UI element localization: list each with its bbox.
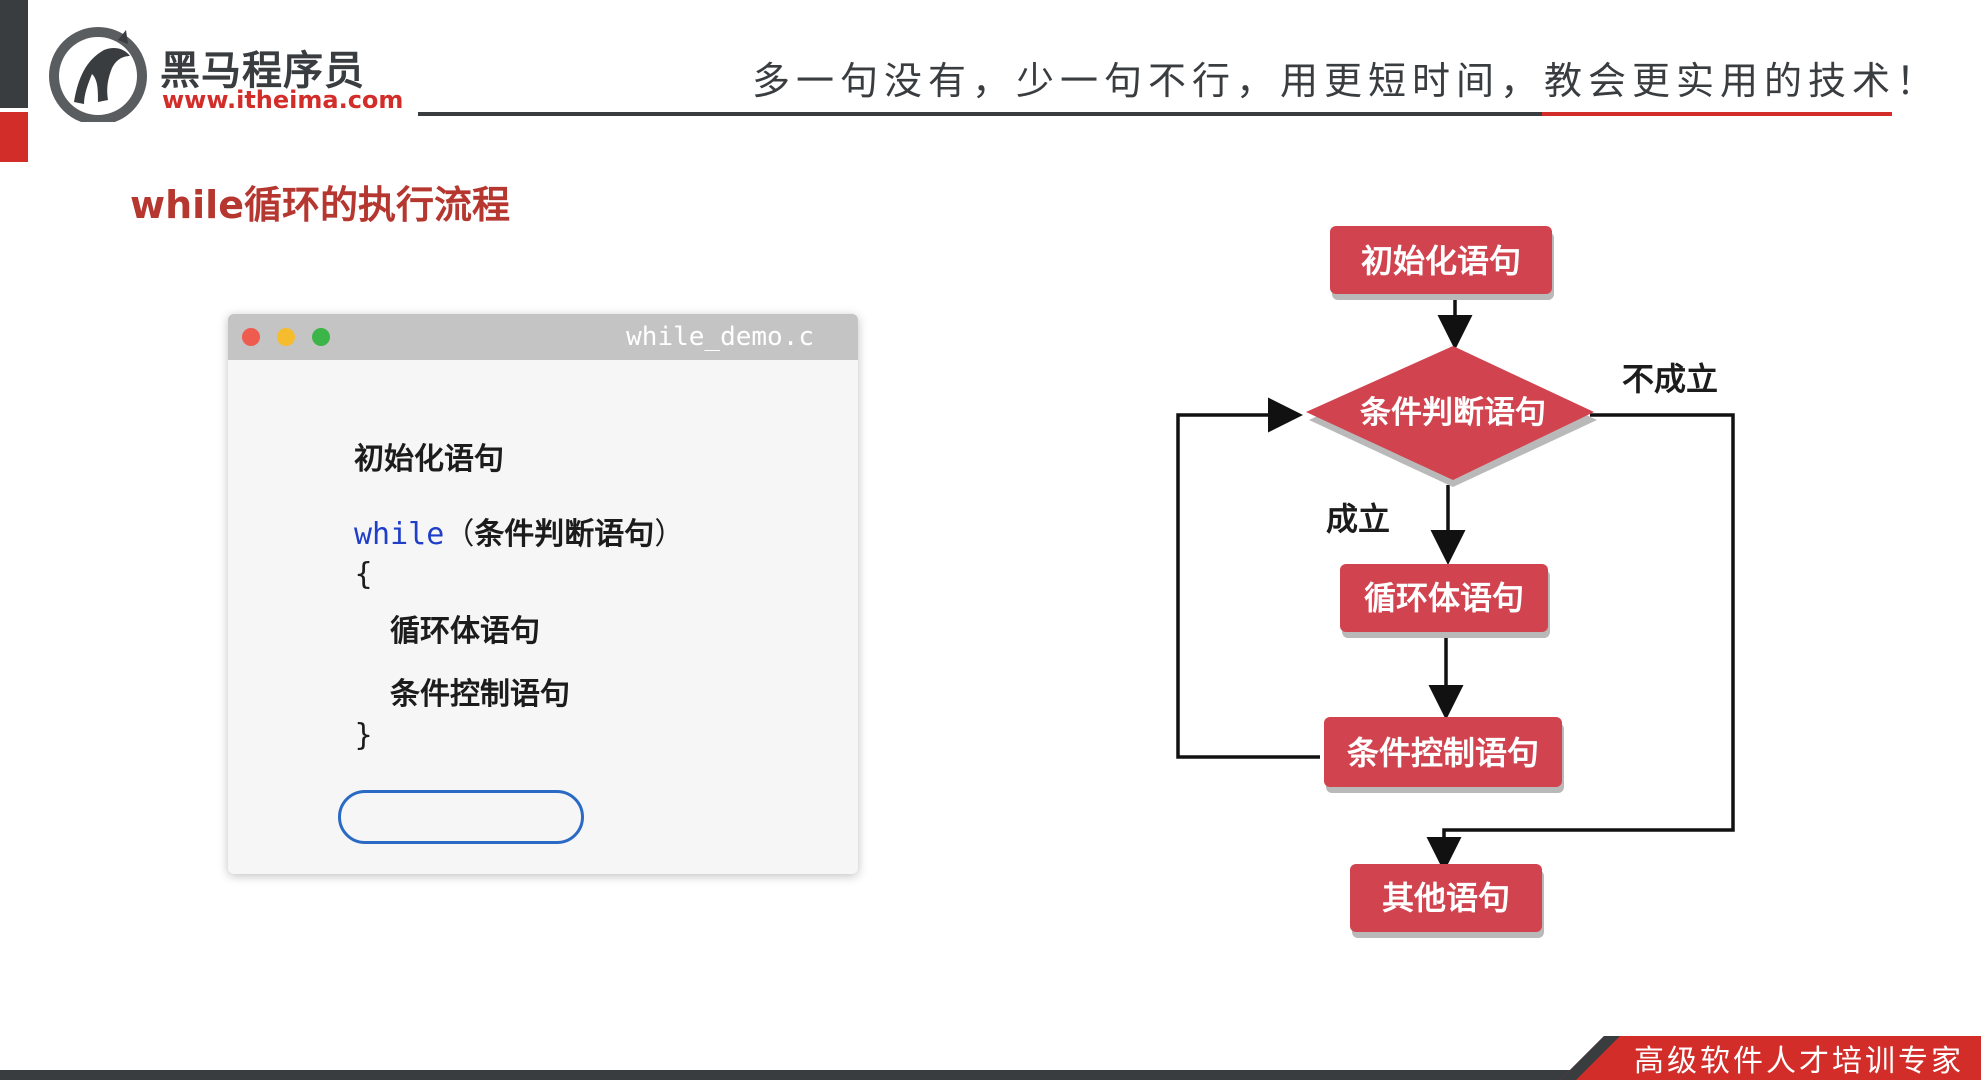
header-rule-accent xyxy=(1542,112,1892,116)
edge-condition-false-exit xyxy=(1426,413,1735,872)
minimize-window-dot-icon[interactable] xyxy=(277,328,295,346)
node-control-label: 条件控制语句 xyxy=(1347,734,1539,772)
edge-decoration-red xyxy=(0,112,28,162)
logo-url: www.itheima.com xyxy=(162,86,404,114)
footer-tab xyxy=(1560,1036,1981,1080)
paren-open: （ xyxy=(444,517,475,552)
node-body: 循环体语句 xyxy=(1340,564,1550,638)
page-title: while循环的执行流程 xyxy=(130,183,510,227)
node-control: 条件控制语句 xyxy=(1324,717,1564,793)
code-brace-open: { xyxy=(354,557,374,592)
highlight-oval xyxy=(338,790,584,844)
horse-logo-icon xyxy=(49,27,147,122)
footer-tagline: 高级软件人才培训专家 xyxy=(1634,1044,1964,1079)
bottom-bar xyxy=(0,1070,1981,1080)
node-condition-label: 条件判断语句 xyxy=(1360,395,1546,431)
logo-name: 黑马程序员 xyxy=(160,48,365,94)
node-other: 其他语句 xyxy=(1350,864,1544,938)
code-window-titlebar: while_demo.c xyxy=(228,314,858,360)
code-window-filename: while_demo.c xyxy=(626,322,814,352)
code-line-control: 条件控制语句 xyxy=(390,677,570,712)
paren-close: ） xyxy=(654,517,685,552)
close-window-dot-icon[interactable] xyxy=(242,328,260,346)
while-flowchart: 初始化语句 条件判断语句 循环体语句 条件控制语句 其他语句 成立 不成立 xyxy=(1176,226,1735,938)
code-line-while: while（条件判断语句） xyxy=(354,509,684,553)
code-line-init: 初始化语句 xyxy=(354,442,504,477)
edge-decoration-dark xyxy=(0,0,28,108)
edge-control-loop-back xyxy=(1176,397,1320,759)
header-rule xyxy=(418,112,1542,116)
maximize-window-dot-icon[interactable] xyxy=(312,328,330,346)
node-body-label: 循环体语句 xyxy=(1364,579,1524,617)
node-init-label: 初始化语句 xyxy=(1361,242,1521,280)
node-init: 初始化语句 xyxy=(1330,226,1554,300)
slogan: 多一句没有，少一句不行，用更短时间，教会更实用的技术！ xyxy=(752,59,1941,103)
node-other-label: 其他语句 xyxy=(1382,879,1510,917)
code-line-body: 循环体语句 xyxy=(390,614,540,649)
while-keyword: while xyxy=(354,517,445,552)
code-condition: 条件判断语句 xyxy=(474,517,655,552)
code-brace-close: } xyxy=(354,718,374,753)
code-window: while_demo.c 初始化语句 while（条件判断语句） { 循环体语句… xyxy=(228,314,858,874)
node-condition: 条件判断语句 xyxy=(1306,346,1597,487)
edge-label-false: 不成立 xyxy=(1622,360,1718,398)
edge-label-true: 成立 xyxy=(1326,500,1390,538)
